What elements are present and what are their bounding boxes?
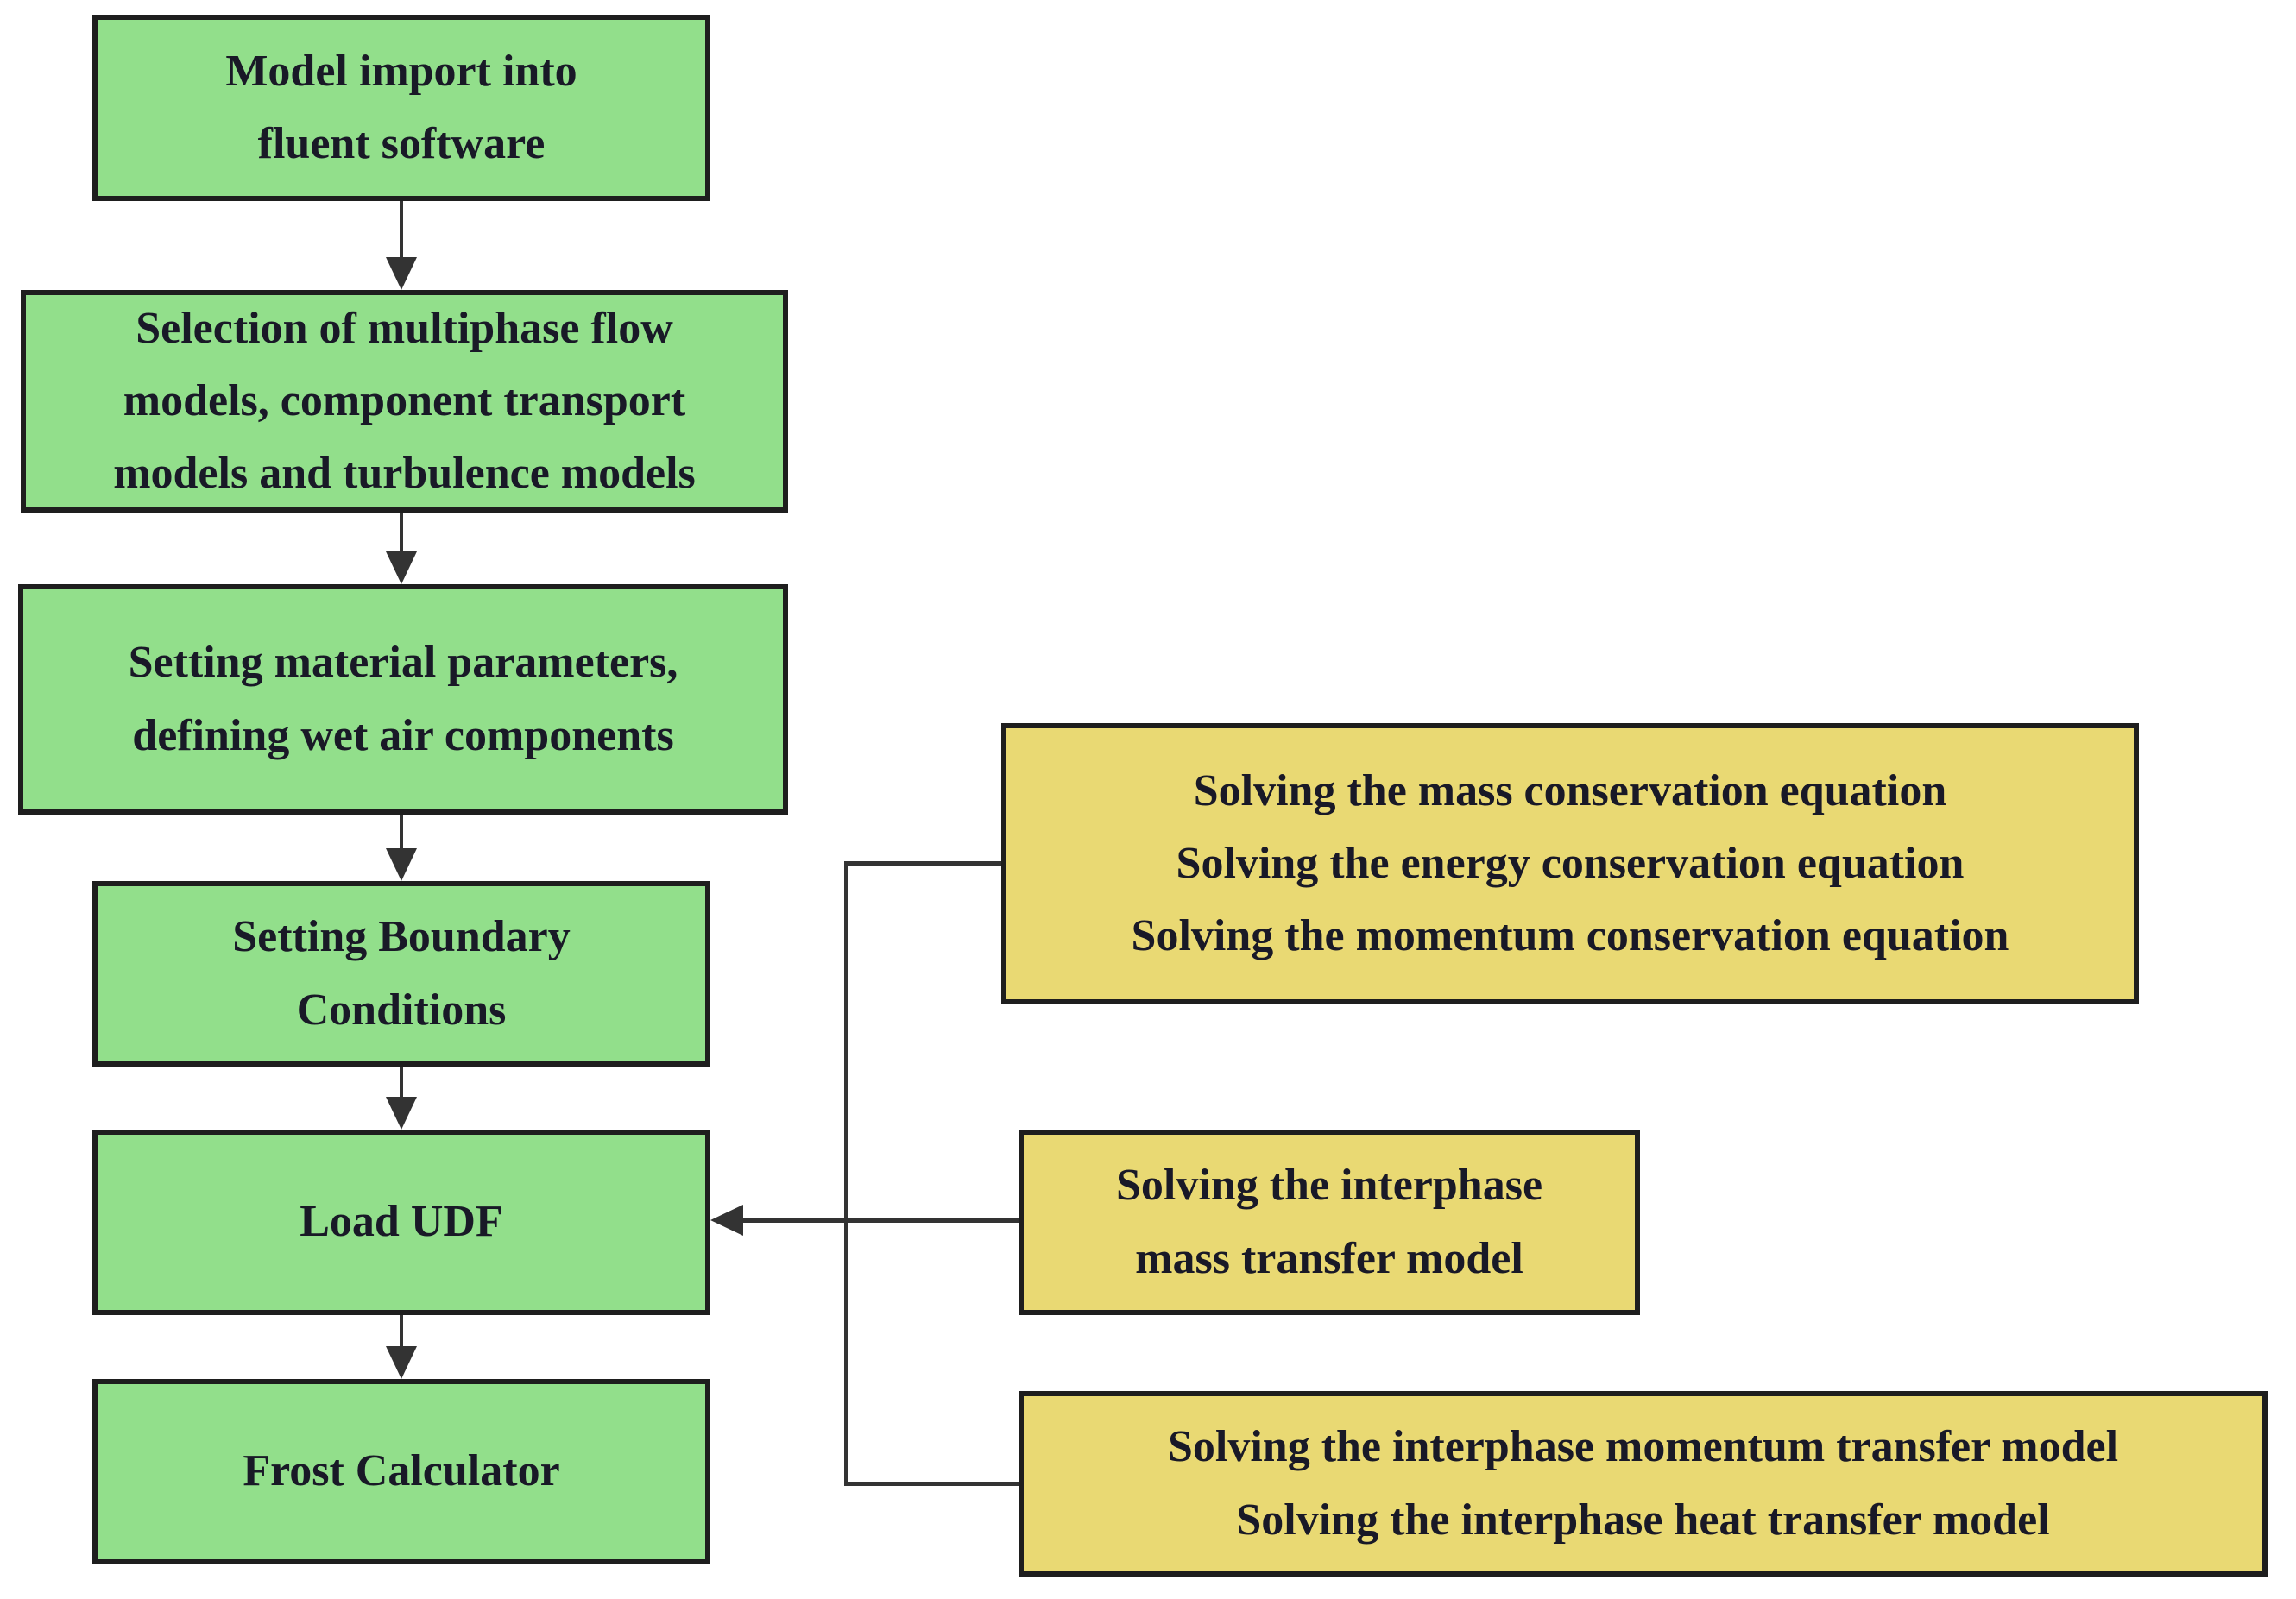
down-arrow-icon <box>382 513 420 584</box>
arrow-shaft <box>400 513 403 553</box>
down-arrow-icon <box>382 1315 420 1379</box>
connector-vertical-line <box>844 861 848 1486</box>
arrow-head <box>386 1346 417 1379</box>
down-arrow-icon <box>382 201 420 290</box>
down-arrow-icon <box>382 815 420 881</box>
connector-branch-conservation <box>844 861 1001 866</box>
arrow-head <box>386 848 417 881</box>
connector-branch-mass-transfer <box>739 1218 1019 1223</box>
arrow-head <box>386 257 417 290</box>
arrow-head <box>386 551 417 584</box>
step-box-boundary-conditions: Setting Boundary Conditions <box>92 881 710 1067</box>
left-arrow-head-icon <box>710 1205 743 1236</box>
arrow-shaft <box>400 1067 403 1099</box>
solver-box-interphase-mass-transfer: Solving the interphase mass transfer mod… <box>1019 1130 1640 1315</box>
step-box-model-import: Model import into fluent software <box>92 15 710 201</box>
step-box-material-parameters: Setting material parameters, defining we… <box>18 584 788 815</box>
step-box-frost-calculator: Frost Calculator <box>92 1379 710 1564</box>
connector-branch-momentum-heat <box>844 1482 1019 1486</box>
arrow-shaft <box>400 1315 403 1348</box>
arrow-shaft <box>400 815 403 850</box>
step-box-model-selection: Selection of multiphase flow models, com… <box>21 290 788 513</box>
solver-box-conservation-equations: Solving the mass conservation equation S… <box>1001 723 2139 1004</box>
down-arrow-icon <box>382 1067 420 1130</box>
solver-box-interphase-momentum-heat-transfer: Solving the interphase momentum transfer… <box>1019 1391 2268 1577</box>
step-box-load-udf: Load UDF <box>92 1130 710 1315</box>
arrow-shaft <box>400 201 403 259</box>
arrow-head <box>386 1097 417 1130</box>
